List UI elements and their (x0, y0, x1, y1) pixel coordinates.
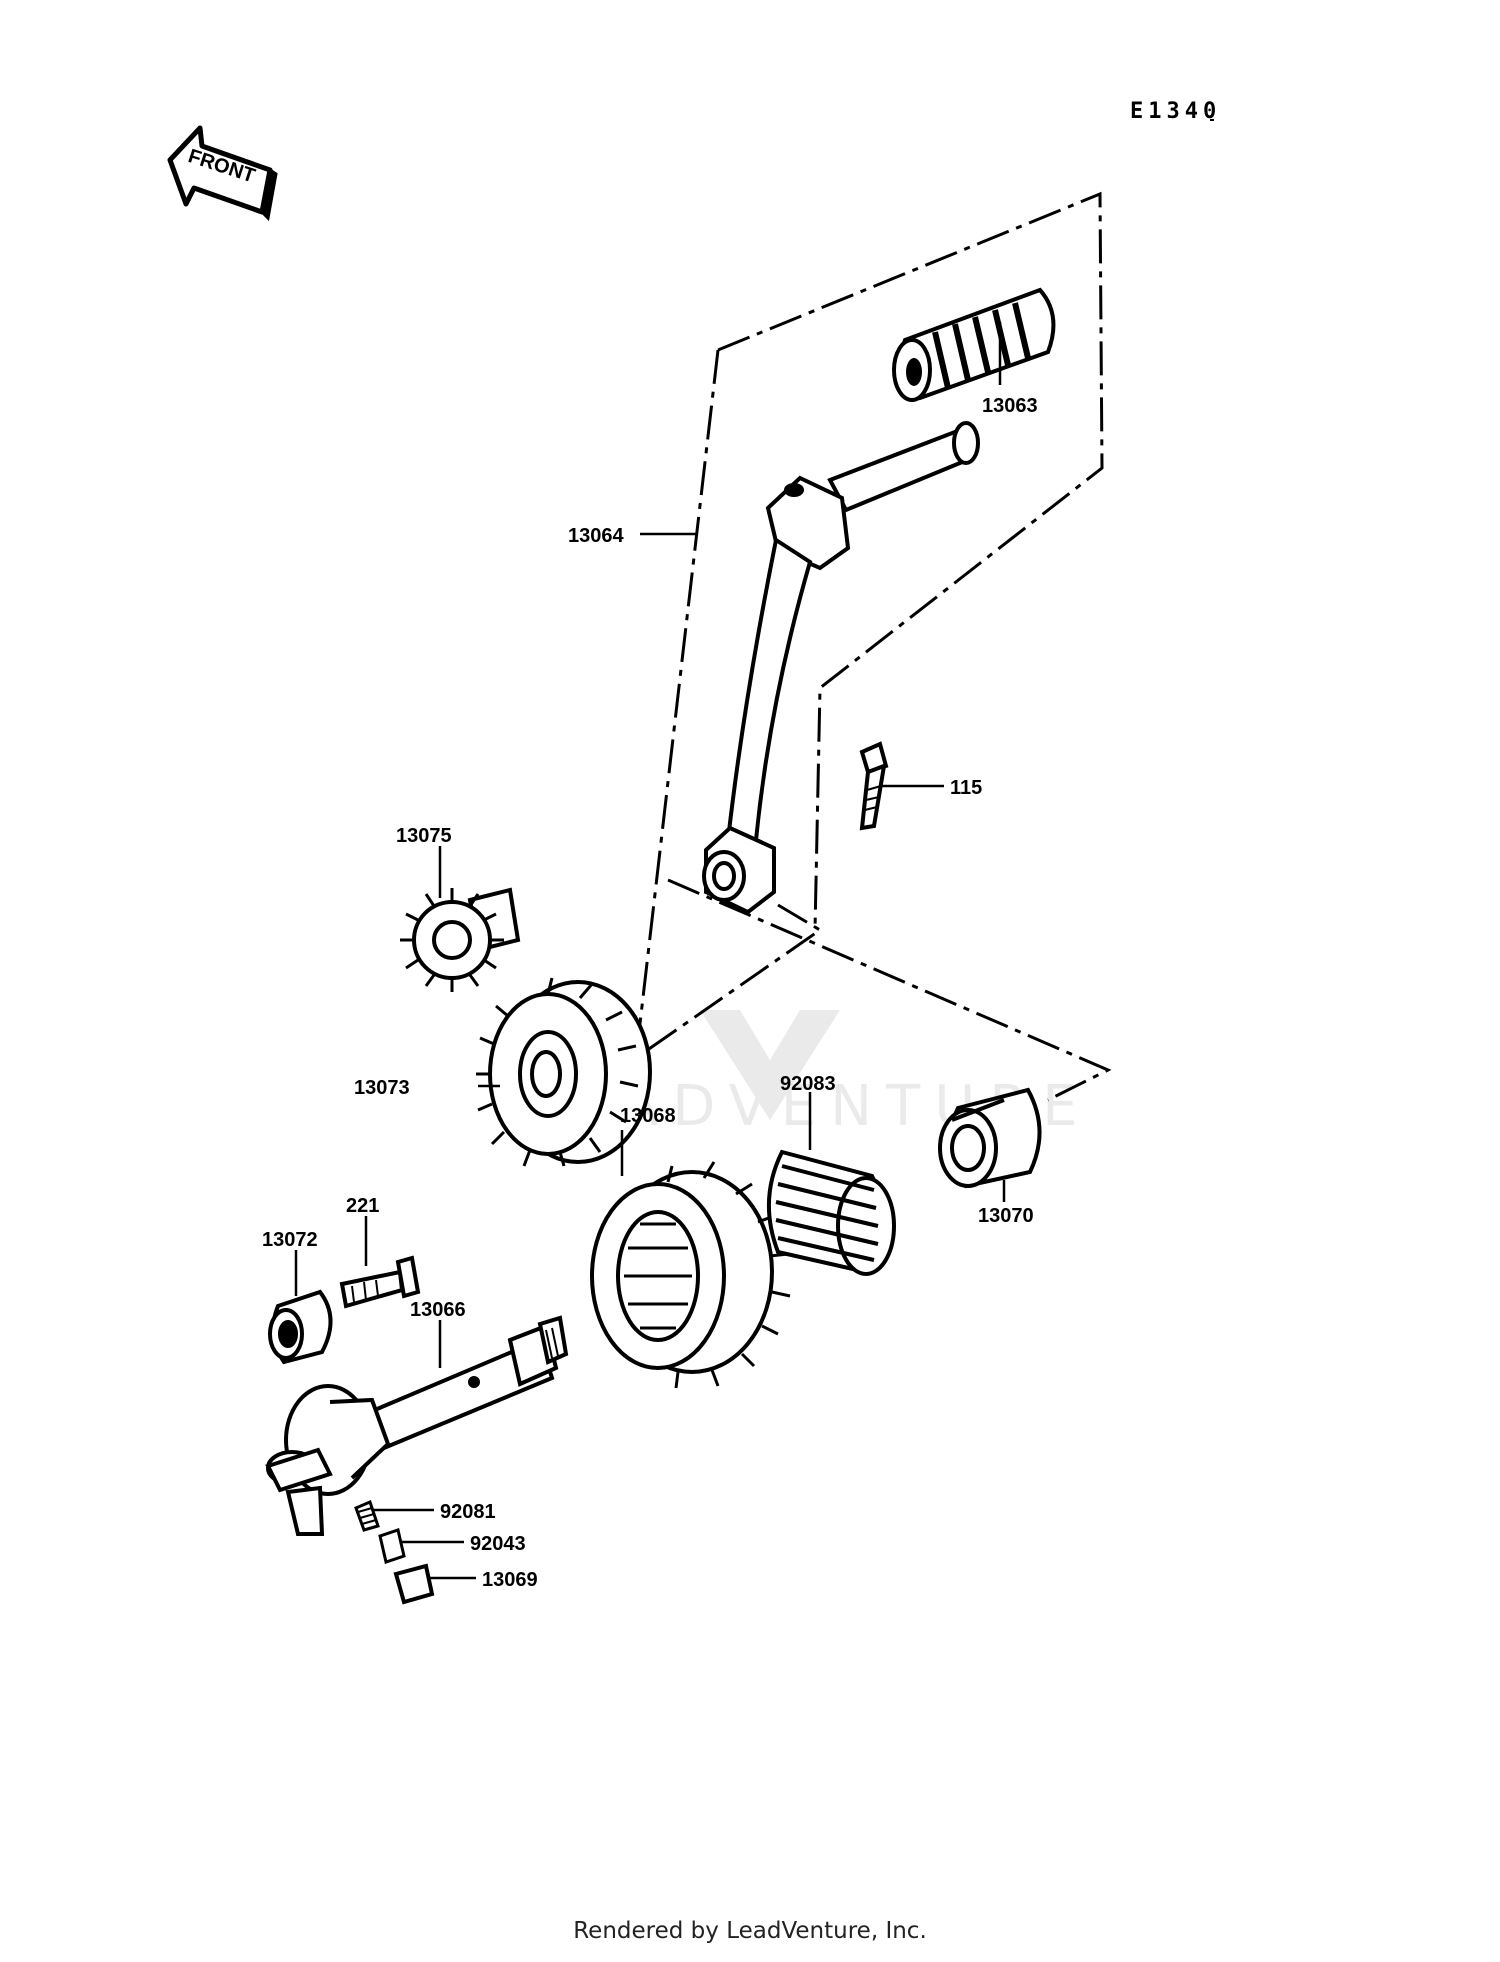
ratchet-pin (378, 1528, 406, 1564)
callout-92083: 92083 (780, 1073, 836, 1095)
kick-shaft (265, 1315, 569, 1536)
callout-13075: 13075 (396, 825, 452, 847)
render-credit: Rendered by LeadVenture, Inc. (573, 1918, 927, 1944)
kick-idle-gear (476, 977, 652, 1167)
callout-13068: 13068 (620, 1105, 676, 1127)
kick-pedal-rubber (892, 287, 1056, 402)
callout-13069: 13069 (482, 1569, 538, 1591)
callout-13064: 13064 (568, 525, 624, 547)
callout-13072: 13072 (262, 1229, 318, 1251)
spring-collar (938, 1087, 1042, 1189)
callout-92043: 92043 (470, 1533, 526, 1555)
callout-13066: 13066 (410, 1299, 466, 1321)
diagram-code: E1340 (1130, 99, 1221, 124)
kick-pedal-assembly-boundary (634, 191, 1112, 1102)
ratchet-gear (400, 887, 521, 992)
shaft-stopper (268, 1289, 333, 1365)
callout-13063: 13063 (982, 395, 1038, 417)
kick-spring (766, 1149, 896, 1276)
ratchet-cap (393, 1563, 435, 1605)
ratchet-spring (354, 1499, 380, 1532)
front-arrow-icon: FRONT (167, 125, 278, 222)
callout-115: 115 (950, 777, 982, 799)
kick-gear (590, 1161, 791, 1389)
callout-221: 221 (346, 1195, 379, 1217)
kick-pedal (702, 421, 980, 915)
callout-92081: 92081 (440, 1501, 496, 1523)
stopper-bolt (339, 1255, 421, 1309)
callout-13070: 13070 (978, 1205, 1034, 1227)
pedal-bolt (859, 741, 889, 831)
callout-13073: 13073 (354, 1077, 410, 1099)
leader-lines (294, 322, 1006, 1580)
